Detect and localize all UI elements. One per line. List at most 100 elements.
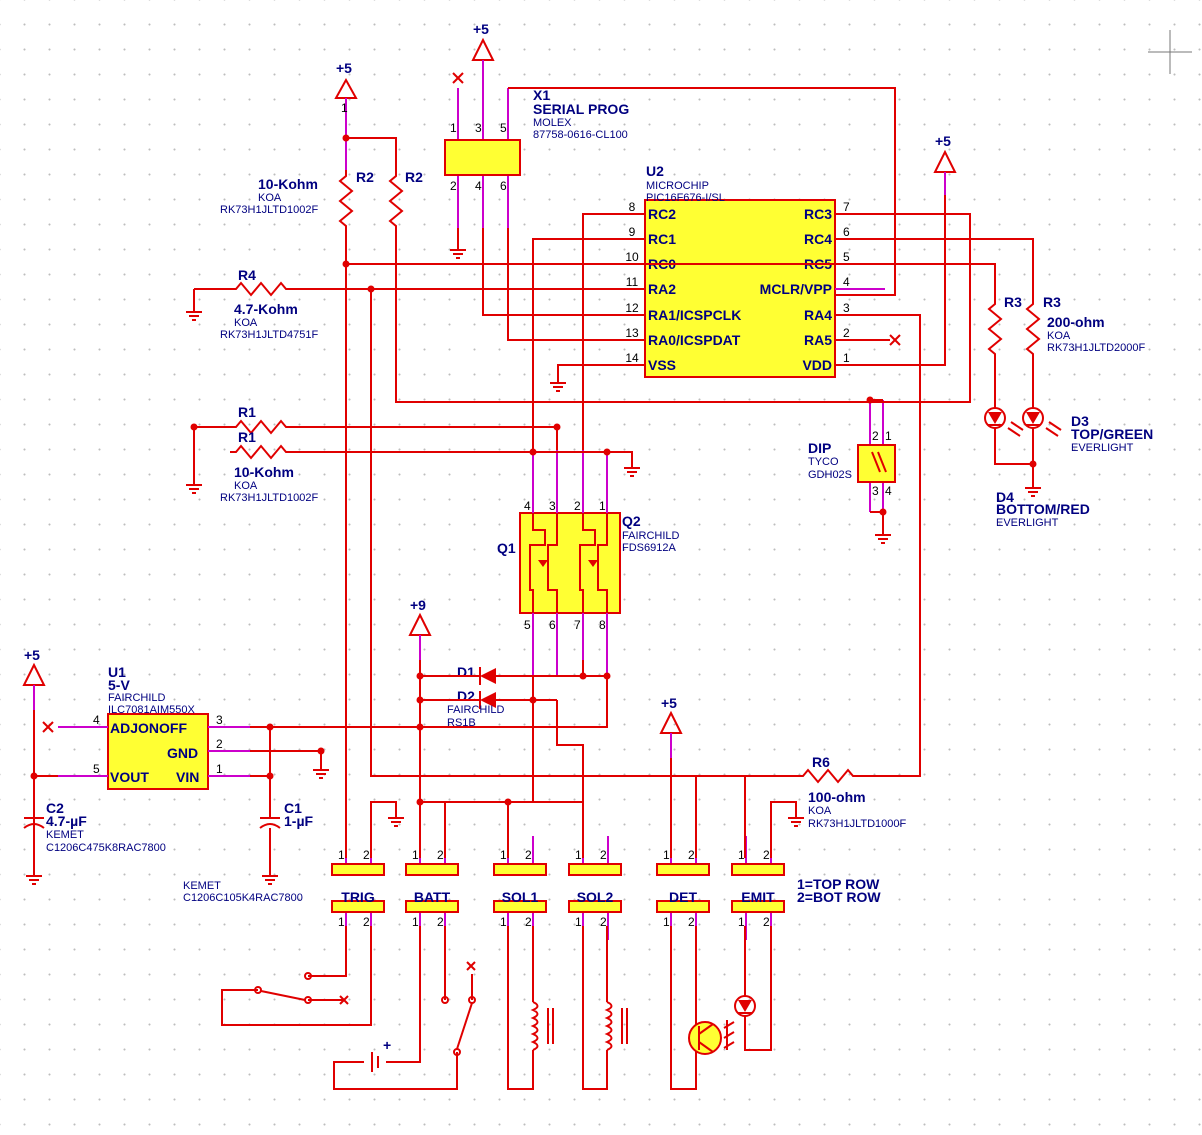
p5-label: +5 — [661, 695, 677, 711]
u2-pin-number: 2 — [843, 326, 850, 340]
svg-text:3: 3 — [475, 121, 482, 135]
d1-ref: D1 — [457, 664, 475, 680]
power-symbol-p5-vdd: +5 — [933, 133, 957, 195]
junction-dot — [603, 672, 611, 680]
p5-label: +5 — [473, 21, 489, 37]
u2-pin-number: 10 — [625, 250, 639, 264]
svg-text:5: 5 — [93, 762, 100, 776]
u2-ref: U2 — [646, 163, 664, 179]
row-note-line1: 1=TOP ROW — [797, 876, 880, 892]
u2-pin-label: VDD — [802, 357, 832, 373]
svg-text:1: 1 — [341, 101, 348, 115]
junction-dot — [553, 423, 561, 431]
q-part: FDS6912A — [622, 542, 676, 554]
u1-pin-gnd: GND — [167, 745, 198, 761]
trig-switch — [254, 972, 349, 1005]
u2-pin-number: 6 — [843, 225, 850, 239]
d3-ref: D3 — [1071, 413, 1089, 429]
ground-icon — [262, 875, 278, 885]
dip-ref: DIP — [808, 440, 831, 456]
svg-text:1: 1 — [575, 915, 582, 929]
r1-ref: R1 — [238, 404, 256, 420]
svg-text:1: 1 — [663, 848, 670, 862]
svg-text:1: 1 — [338, 848, 345, 862]
svg-text:6: 6 — [549, 618, 556, 632]
phototransistor-icon — [688, 1021, 735, 1055]
ground-icon — [186, 484, 202, 494]
p5-label: +5 — [336, 60, 352, 76]
junction-dot — [603, 448, 611, 456]
r2a-value: 10-Kohm — [258, 176, 318, 192]
d1-d2-diodes: D1 D2 FAIRCHILD RS1B — [447, 664, 505, 729]
u1-pin-vout: VOUT — [110, 769, 149, 785]
connector-label: SOL1 — [502, 889, 539, 905]
d4-mfr: EVERLIGHT — [996, 517, 1059, 529]
u2-pin-label: RA4 — [804, 307, 832, 323]
u2-pin-number: 1 — [843, 351, 850, 365]
r2-resistors: R2 R2 10-Kohm KOA RK73H1JLTD1002F — [220, 118, 423, 232]
u2-pin-number: 11 — [626, 275, 639, 289]
r6-part: RK73H1JLTD1000F — [808, 818, 907, 830]
svg-text:2: 2 — [525, 915, 532, 929]
svg-text:4: 4 — [93, 713, 100, 727]
u2-mfr: MICROCHIP — [646, 180, 709, 192]
svg-text:1: 1 — [412, 915, 419, 929]
svg-text:1: 1 — [412, 848, 419, 862]
junction-dot — [416, 798, 424, 806]
junction-dot — [579, 672, 587, 680]
junction-dot — [416, 723, 424, 731]
r4-ref: R4 — [238, 267, 256, 283]
d3-mfr: EVERLIGHT — [1071, 442, 1134, 454]
r1-value: 10-Kohm — [234, 464, 294, 480]
junction-dot — [529, 696, 537, 704]
junction-dot — [416, 672, 424, 680]
u2-pin-number: 9 — [629, 225, 636, 239]
x1-part: 87758-0616-CL100 — [533, 129, 628, 141]
c1-capacitor: C1 1-µF KEMET C1206C105K4RAC7800 — [183, 800, 314, 904]
svg-text:1: 1 — [216, 762, 223, 776]
r3-ref2: R3 — [1043, 294, 1061, 310]
svg-text:4: 4 — [885, 484, 892, 498]
svg-text:2: 2 — [437, 848, 444, 862]
connector-label: EMIT — [741, 889, 775, 905]
u1-pin-adjonoff: ADJONOFF — [110, 720, 187, 736]
svg-text:6: 6 — [500, 179, 507, 193]
ground-icon — [550, 382, 566, 392]
u1-mfr: FAIRCHILD — [108, 692, 166, 704]
ground-icon — [186, 311, 202, 321]
junction-dot — [529, 448, 537, 456]
svg-text:1: 1 — [738, 915, 745, 929]
sol1-coil-icon — [530, 1001, 554, 1051]
u2-pin-label: RC1 — [648, 231, 676, 247]
svg-text:2: 2 — [363, 915, 370, 929]
r4-mfr: KOA — [234, 317, 258, 329]
u2-pin-label: RA1/ICSPCLK — [648, 307, 741, 323]
d-mfr: FAIRCHILD — [447, 704, 505, 716]
svg-text:3: 3 — [216, 713, 223, 727]
sol2-coil-icon — [604, 1001, 628, 1051]
svg-text:3: 3 — [872, 484, 879, 498]
svg-text:5: 5 — [500, 121, 507, 135]
power-symbol-p9: +9 — [408, 597, 432, 660]
u1-ref: U1 — [108, 664, 126, 680]
u1-value: 5-V — [108, 677, 130, 693]
power-symbol-p5-det: +5 — [659, 695, 683, 758]
r4-resistor: R4 4.7-Kohm KOA RK73H1JLTD4751F — [220, 267, 319, 341]
u2-pin-label: RC4 — [804, 231, 832, 247]
junction-dot — [317, 747, 325, 755]
d3-d4-leds: D3 TOP/GREEN EVERLIGHT D4 BOTTOM/RED EVE… — [984, 407, 1153, 529]
connector-label: SOL2 — [577, 889, 614, 905]
junction-dot — [266, 723, 274, 731]
row-note-line2: 2=BOT ROW — [797, 889, 881, 905]
svg-text:7: 7 — [574, 618, 581, 632]
r6-ref: R6 — [812, 754, 830, 770]
svg-text:2: 2 — [216, 737, 223, 751]
junction-dot — [504, 798, 512, 806]
junction-dot — [342, 134, 350, 142]
r3-part: RK73H1JLTD2000F — [1047, 342, 1146, 354]
power-symbol-p5-r2: 1 +5 — [334, 60, 358, 118]
u2-pin-number: 7 — [843, 200, 850, 214]
